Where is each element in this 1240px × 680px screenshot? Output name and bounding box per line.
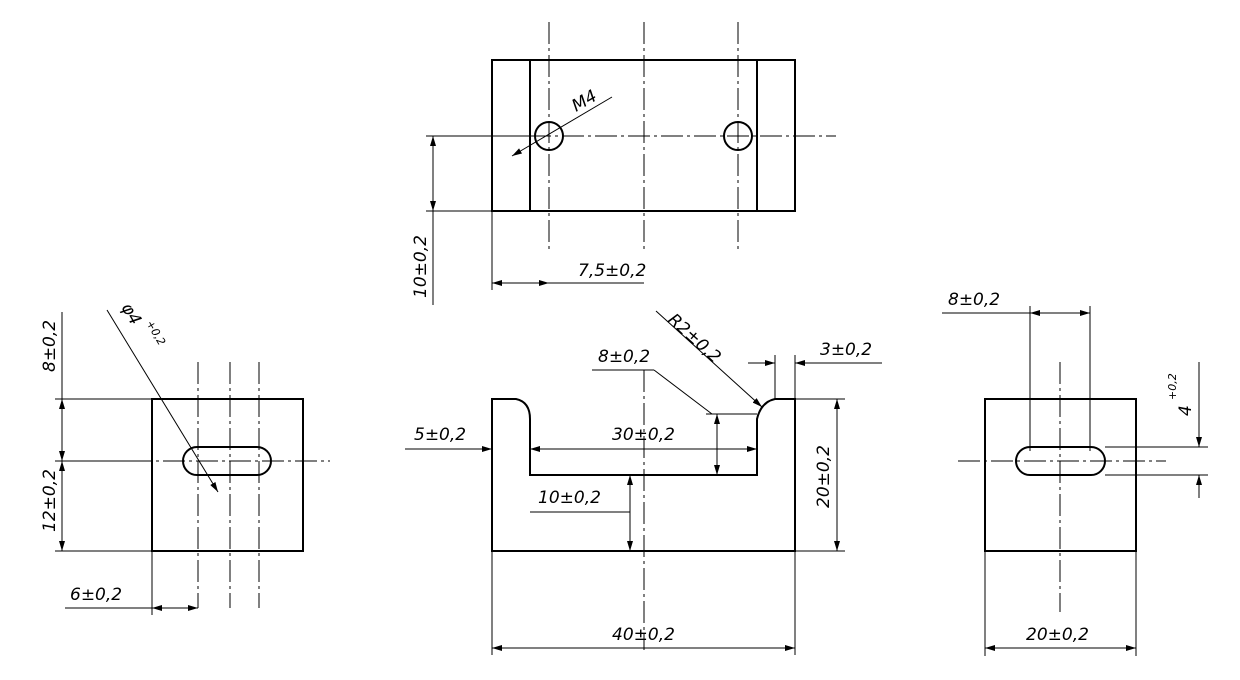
slot-length-text-right: 8±0,2 (948, 290, 1000, 310)
overall-width-text: 40±0,2 (612, 625, 675, 645)
thread-leader-line (511, 96, 613, 157)
slot-width-text: 4 (1176, 405, 1196, 416)
offset-dim-text: 7,5±0,2 (578, 261, 646, 281)
slot-width-tolerance: +0,2 (1166, 373, 1179, 400)
hole-dia-leader (106, 309, 219, 493)
step-width-text: 3±0,2 (820, 340, 872, 360)
lower-dim-text: 12±0,2 (40, 469, 60, 532)
left-view: φ4 +0,2 8±0,2 12±0,2 6±0,2 (40, 300, 330, 615)
top-view: M4 10±0,2 7,5±0,2 (411, 22, 836, 305)
slot-offset-text: 6±0,2 (70, 585, 122, 605)
front-view: R2±0,2 3±0,2 8±0,2 5±0,2 30±0,2 10±0,2 2… (405, 310, 882, 655)
right-view: 8±0,2 4 +0,2 20±0,2 (942, 290, 1208, 656)
thread-label: M4 (569, 86, 601, 116)
hole-dia-tolerance: +0,2 (143, 318, 168, 348)
radius-leader (655, 310, 763, 408)
front-view-outline (491, 398, 796, 552)
upper-dim-text: 8±0,2 (40, 320, 60, 372)
right-width-text: 20±0,2 (1026, 625, 1089, 645)
left-view-outline (151, 398, 304, 552)
slot-length-text: 30±0,2 (612, 425, 675, 445)
radius-label: R2±0,2 (664, 310, 725, 368)
wall-dim-text: 5±0,2 (414, 425, 466, 445)
slot-depth-text: 8±0,2 (598, 347, 650, 367)
overall-height-text: 20±0,2 (814, 445, 834, 508)
hole-dia-label: φ4 (117, 300, 145, 329)
height-dim-text: 10±0,2 (411, 235, 431, 298)
base-height-text: 10±0,2 (538, 488, 601, 508)
depth-leader-slant (653, 369, 713, 415)
